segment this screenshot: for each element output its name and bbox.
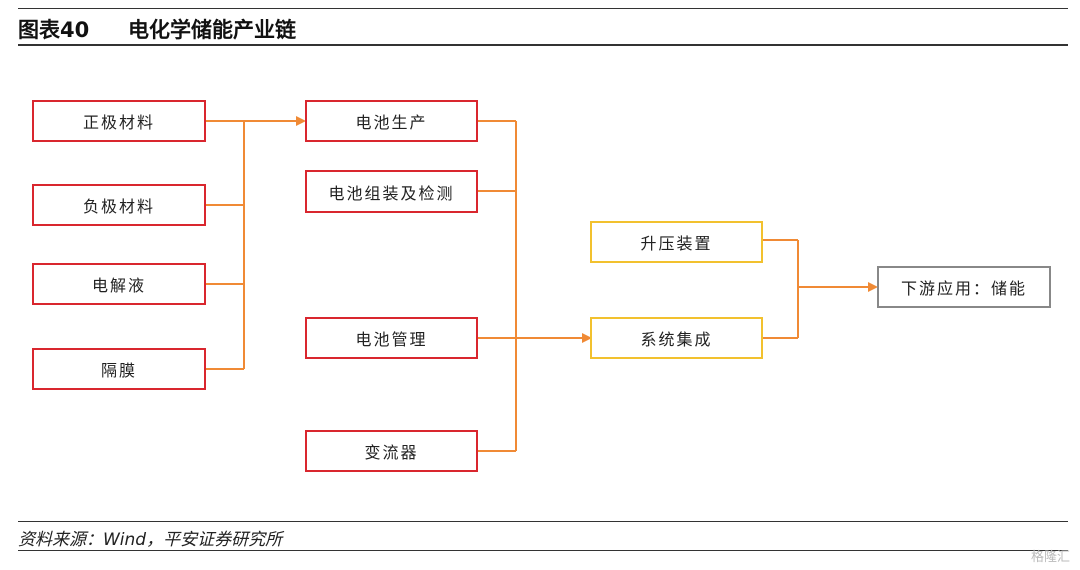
node-pack-assembly: 电池组装及检测 bbox=[305, 170, 478, 213]
node-system-integration: 系统集成 bbox=[590, 317, 763, 359]
source-top-rule bbox=[18, 521, 1068, 522]
source-bottom-rule bbox=[18, 550, 1068, 551]
node-inverter: 变流器 bbox=[305, 430, 478, 472]
node-anode-material: 负极材料 bbox=[32, 184, 206, 226]
top-rule bbox=[18, 8, 1068, 9]
node-boost-device: 升压装置 bbox=[590, 221, 763, 263]
figure-label: 图表40 bbox=[18, 18, 90, 42]
node-separator: 隔膜 bbox=[32, 348, 206, 390]
node-electrolyte: 电解液 bbox=[32, 263, 206, 305]
title-rule bbox=[18, 44, 1068, 46]
figure-title: 电化学储能产业链 bbox=[128, 18, 296, 42]
node-cell-production: 电池生产 bbox=[305, 100, 478, 142]
figure-header: 图表40 电化学储能产业链 bbox=[18, 12, 1068, 44]
node-cathode-material: 正极材料 bbox=[32, 100, 206, 142]
watermark-text: 格隆汇 bbox=[1030, 550, 1070, 565]
source-note: 资料来源：Wind，平安证券研究所 bbox=[18, 530, 283, 550]
node-battery-management: 电池管理 bbox=[305, 317, 478, 359]
node-downstream-application: 下游应用：储能 bbox=[877, 266, 1051, 308]
